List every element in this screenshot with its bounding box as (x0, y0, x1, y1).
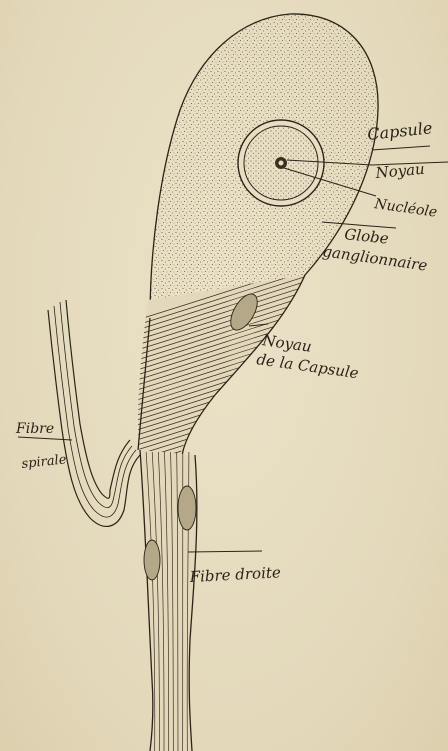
fibre-nucleus-lower (144, 540, 160, 580)
label-ganglionnaire: ganglionnaire (321, 242, 428, 275)
straight-fibre (140, 450, 197, 751)
label-fibre-spirale-1: Fibre (15, 421, 54, 437)
spiral-fibre (48, 300, 140, 526)
label-noyau: Noyau (374, 160, 426, 182)
label-fibre-droite: Fibre droite (188, 563, 281, 586)
fibre-droite-leader (188, 551, 262, 552)
label-globe: Globe (344, 225, 390, 248)
capsule-leader (372, 146, 430, 150)
label-fibre-spirale-2: spirale (21, 452, 68, 472)
nucleus-capsule (238, 120, 324, 206)
label-nucleole: Nucléole (372, 196, 438, 221)
fibre-nucleus-upper (178, 486, 196, 530)
